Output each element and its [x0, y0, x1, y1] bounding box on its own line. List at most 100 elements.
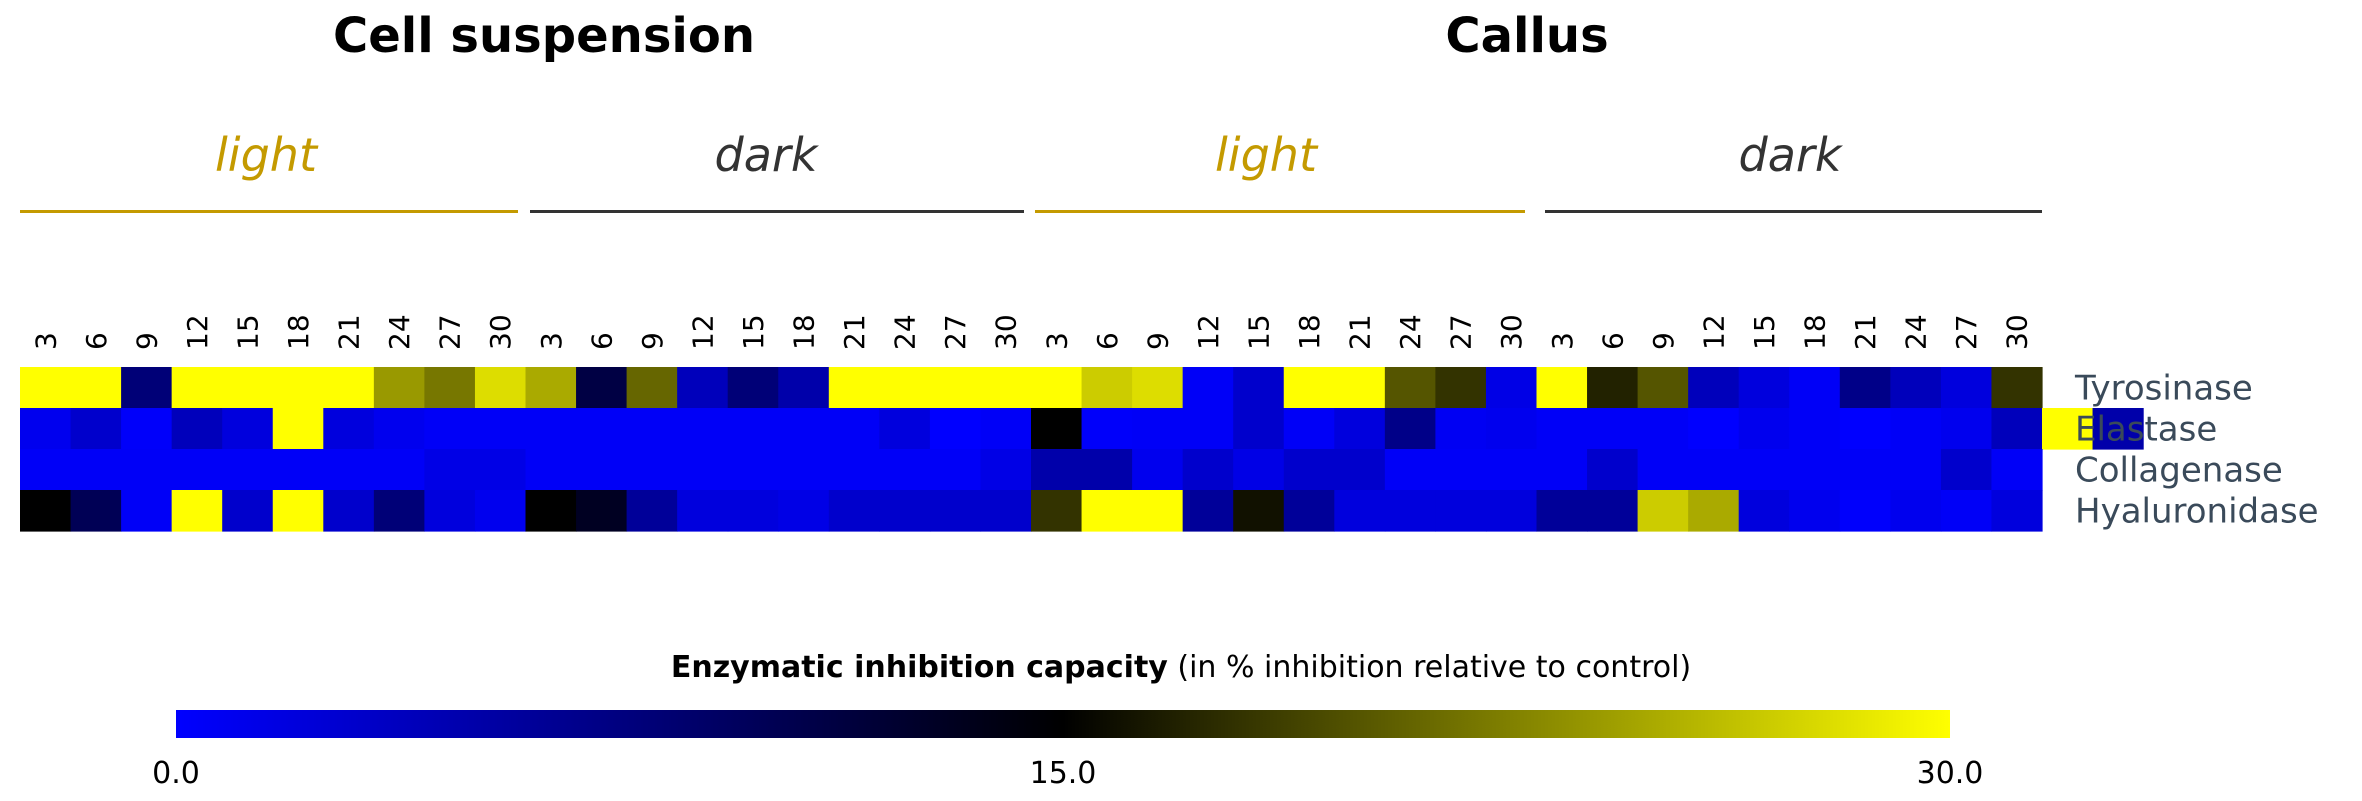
- heatmap-cell: [2042, 408, 2094, 450]
- heatmap-cell: [1688, 490, 1740, 532]
- heatmap-cell: [121, 367, 173, 409]
- heatmap-cell: [626, 367, 678, 409]
- column-tick-label: 24: [383, 314, 416, 350]
- line-callus-dark: [1545, 210, 2042, 213]
- heatmap-cell: [1738, 490, 1790, 532]
- heatmap-cell: [20, 449, 72, 491]
- heatmap-cell: [70, 367, 122, 409]
- column-tick-label: 18: [1799, 314, 1832, 350]
- heatmap-cell: [70, 408, 122, 450]
- column-tick-label: 21: [333, 314, 366, 350]
- heatmap-cell: [121, 408, 173, 450]
- heatmap-cell: [171, 367, 223, 409]
- heatmap-cell: [1485, 490, 1538, 532]
- heatmap-cell: [1940, 490, 1993, 532]
- heatmap-cell: [929, 408, 982, 450]
- column-tick-label: 18: [282, 314, 315, 350]
- heatmap-cell: [272, 367, 324, 409]
- heatmap-cell: [1890, 408, 1942, 450]
- heatmap-cell: [778, 449, 830, 491]
- heatmap-cell: [980, 449, 1032, 491]
- heatmap-cell: [1031, 490, 1083, 532]
- heatmap-cell: [1182, 449, 1234, 491]
- heatmap-cell: [424, 408, 476, 450]
- heatmap-cell: [1536, 490, 1588, 532]
- heatmap-cell: [778, 408, 830, 450]
- heatmap-cell: [980, 490, 1032, 532]
- heatmap-cell: [121, 449, 173, 491]
- column-tick-label: 9: [130, 332, 163, 350]
- column-tick-label: 27: [1445, 314, 1478, 350]
- heatmap-cell: [879, 408, 931, 450]
- column-tick-label: 12: [1697, 314, 1730, 350]
- heatmap-cell: [1839, 490, 1891, 532]
- heatmap-cell: [1081, 408, 1133, 450]
- heatmap-cell: [929, 449, 982, 491]
- heatmap-cell: [1587, 408, 1639, 450]
- heatmap-cell: [1233, 490, 1285, 532]
- heatmap-cell: [171, 490, 223, 532]
- colorbar-tick-max: 30.0: [1916, 756, 1984, 791]
- heatmap-cell: [1587, 367, 1639, 409]
- colorbar-title-bold: Enzymatic inhibition capacity: [670, 650, 1168, 685]
- column-tick-label: 15: [737, 314, 770, 350]
- colorbar-tick-min: 0.0: [152, 756, 200, 791]
- heatmap-cell: [1182, 367, 1234, 409]
- column-tick-label: 3: [535, 332, 568, 350]
- heatmap-cell: [1334, 490, 1386, 532]
- heatmap-cell: [1081, 490, 1133, 532]
- heatmap-cell: [1031, 449, 1083, 491]
- heatmap-cell: [1789, 367, 1841, 409]
- heatmap-cell: [1283, 490, 1335, 532]
- heatmap-cell: [1233, 449, 1285, 491]
- column-tick-label: 9: [1647, 332, 1680, 350]
- heatmap-cell: [1233, 367, 1285, 409]
- column-tick-label: 24: [889, 314, 922, 350]
- heatmap-cell: [1738, 408, 1790, 450]
- column-tick-label: 30: [990, 314, 1023, 350]
- column-tick-label: 6: [1596, 332, 1629, 350]
- heatmap-cell: [1738, 449, 1790, 491]
- heatmap-cell: [323, 449, 375, 491]
- colorbar-title-rest: (in % inhibition relative to control): [1167, 650, 1692, 685]
- heatmap-cell: [323, 367, 375, 409]
- column-tick-label: 30: [1495, 314, 1528, 350]
- column-tick-label: 21: [838, 314, 871, 350]
- heatmap-cell: [1435, 408, 1487, 450]
- heatmap-cell: [171, 408, 223, 450]
- heatmap-cell: [70, 449, 122, 491]
- heatmap-cell: [1031, 408, 1083, 450]
- heatmap-cell: [778, 490, 830, 532]
- heatmap-cell: [1081, 449, 1133, 491]
- heatmap-cell: [474, 449, 527, 491]
- heatmap-cell: [20, 408, 72, 450]
- heatmap-cell: [525, 408, 577, 450]
- heatmap-cell: [1132, 367, 1184, 409]
- heatmap-cell: [1637, 490, 1689, 532]
- heatmap-cell: [1688, 367, 1740, 409]
- heatmap-cell: [1435, 367, 1487, 409]
- heatmap-cell: [1587, 449, 1639, 491]
- line-cs-light: [20, 210, 518, 213]
- heatmap-cell: [222, 490, 274, 532]
- colorbar: [176, 710, 1950, 738]
- label-callus-light: light: [1215, 128, 1317, 182]
- heatmap-cell: [1283, 449, 1335, 491]
- row-label: Tyrosinase: [2074, 369, 2253, 409]
- heatmap-cell: [677, 408, 729, 450]
- heatmap-cell: [373, 490, 425, 532]
- heatmap-cell: [727, 490, 779, 532]
- title-cell-suspension: Cell suspension: [333, 8, 755, 64]
- column-tick-label: 9: [636, 332, 669, 350]
- heatmap-cell: [525, 449, 577, 491]
- heatmap-cell: [626, 490, 678, 532]
- label-cs-light: light: [215, 128, 317, 182]
- label-cs-dark: dark: [714, 128, 818, 182]
- heatmap-cell: [2092, 408, 2144, 450]
- heatmap-cell: [576, 408, 628, 450]
- heatmap-cell: [222, 408, 274, 450]
- heatmap-cell: [626, 449, 678, 491]
- heatmap-cell: [677, 490, 729, 532]
- heatmap-cell: [576, 367, 628, 409]
- heatmap-cell: [1384, 449, 1436, 491]
